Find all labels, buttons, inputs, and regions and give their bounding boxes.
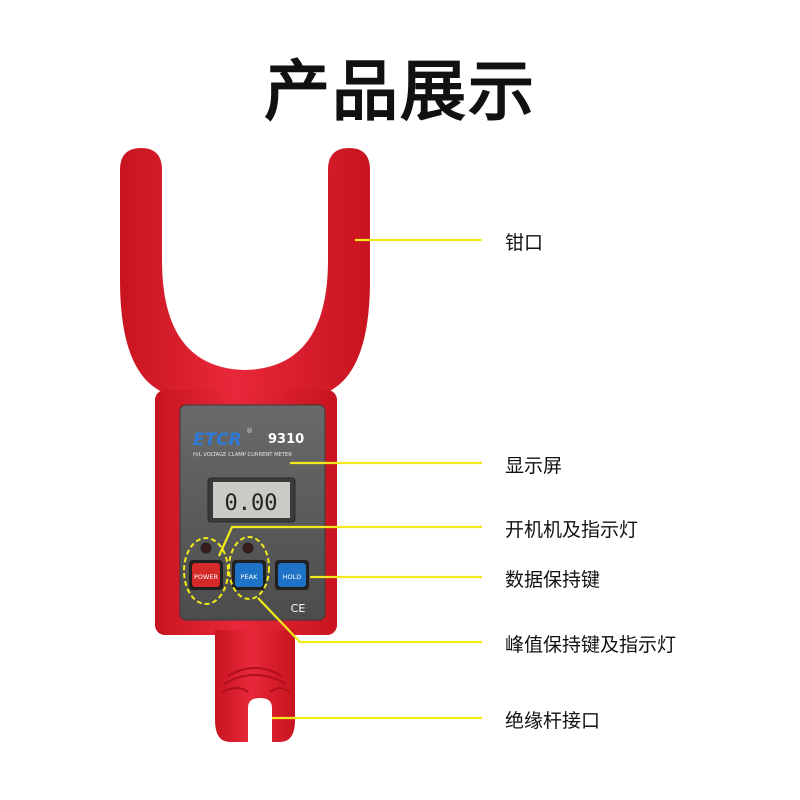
- callout-line-peak-key: [257, 597, 482, 644]
- power-indicator-light: [200, 542, 212, 554]
- callout-power-light: 开机机及指示灯: [505, 519, 639, 541]
- power-button[interactable]: POWER: [189, 560, 223, 590]
- brand-logo: ETCR: [193, 430, 242, 450]
- rod-connector: [215, 630, 295, 742]
- peak-button-label: PEAK: [241, 573, 258, 581]
- callout-display: 显示屏: [505, 455, 563, 477]
- lcd-reading: 0.00: [225, 491, 278, 516]
- callout-peak-key: 峰值保持键及指示灯: [505, 634, 677, 656]
- callout-hold-key: 数据保持键: [505, 569, 601, 591]
- ce-mark: CE: [291, 602, 306, 615]
- peak-indicator-light: [242, 542, 254, 554]
- callout-jaw: 钳口: [505, 232, 544, 254]
- power-highlight-ellipse: [183, 537, 229, 605]
- callout-rod-interface: 绝缘杆接口: [505, 710, 601, 732]
- model-number: 9310: [268, 432, 304, 447]
- callout-line-power-light: [217, 525, 482, 557]
- meter-subtitle: H/L VOLTAGE CLAMP CURRENT METER: [193, 452, 292, 458]
- power-button-label: POWER: [194, 573, 219, 581]
- peak-button[interactable]: PEAK: [232, 560, 266, 590]
- rod-connector-grip: [221, 667, 291, 693]
- hold-button[interactable]: HOLD: [275, 560, 309, 590]
- hold-button-label: HOLD: [283, 573, 302, 581]
- registered-mark: ®: [246, 427, 253, 435]
- peak-highlight-ellipse: [228, 536, 270, 600]
- lcd-screen: [213, 482, 290, 518]
- clamp-jaw: [120, 148, 370, 395]
- page-title: 产品展示: [264, 53, 536, 130]
